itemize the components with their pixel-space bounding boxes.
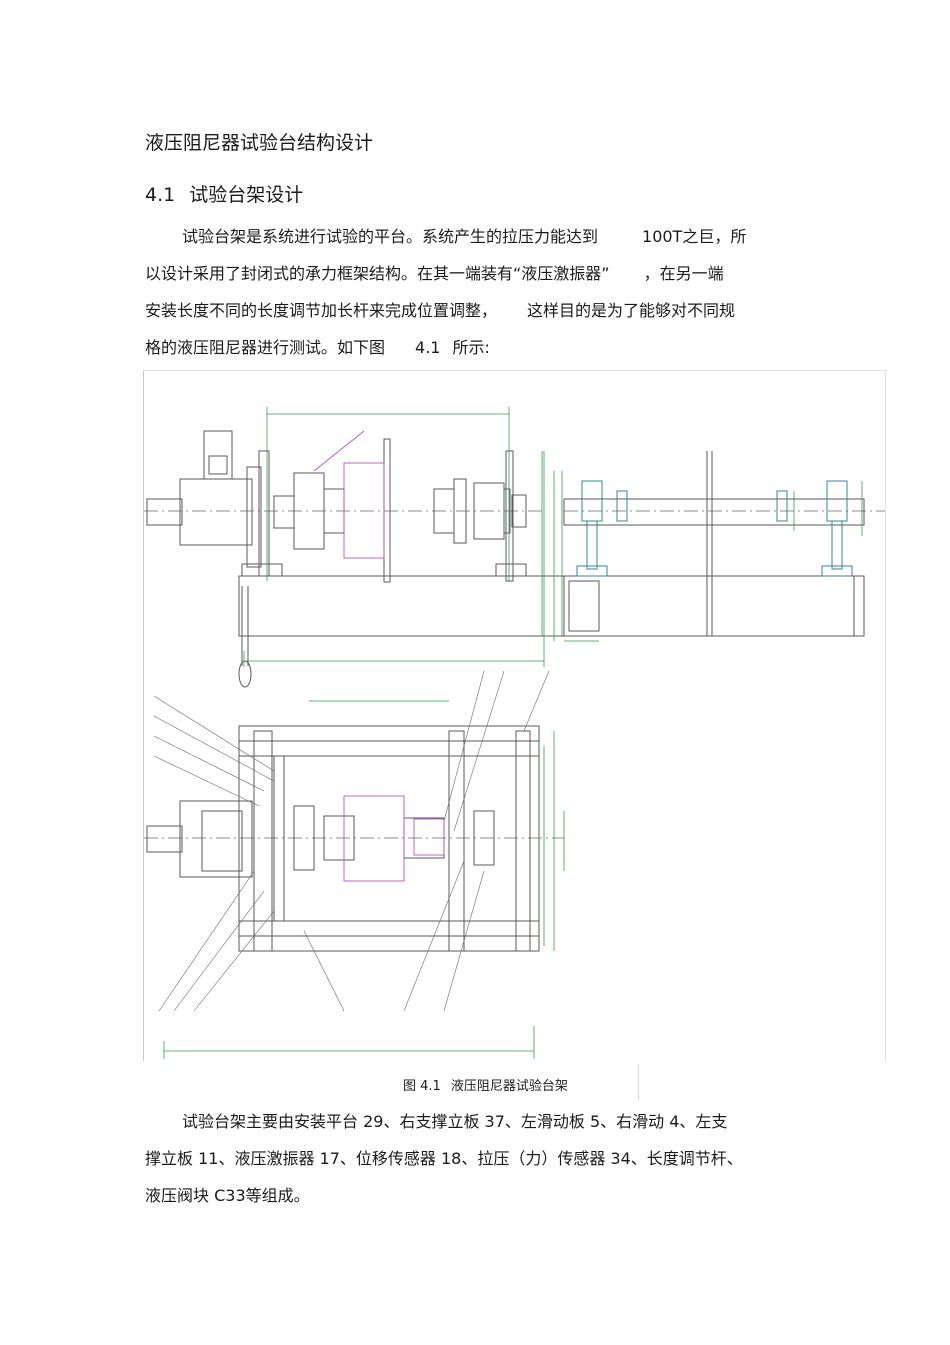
text-run: 安装长度不同的长度调节加长杆来完成位置调整， (145, 301, 498, 320)
damper-body-side (343, 462, 385, 559)
damper-body-plan (343, 795, 405, 882)
base-platform-side (238, 575, 855, 637)
section-title: 试验台架设计 (189, 184, 304, 206)
components-paragraph: 试验台架主要由安装平台 29、右支撑立板 37、左滑动板 5、右滑动 4、左支 … (145, 1103, 815, 1214)
text-run: 试验台架是系统进行试验的平台。系统产生的拉压力能达到 (182, 227, 599, 246)
text-run: 所示: (452, 338, 490, 357)
text-run: ，在另一端 (643, 264, 724, 283)
figure-reference: 4.1 (415, 338, 441, 357)
divider (638, 1064, 639, 1100)
text-run: 100T之巨，所 (642, 227, 747, 246)
text-run: 格的液压阻尼器进行测试。如下图 (145, 338, 386, 357)
test-rig-drawing (143, 370, 886, 1061)
document-title: 液压阻尼器试验台结构设计 (145, 132, 374, 154)
engineering-drawing-svg (144, 407, 885, 1059)
paragraph-line: 试验台架是系统进行试验的平台。系统产生的拉压力能达到 100T之巨，所 (145, 218, 815, 255)
paragraph-line: 格的液压阻尼器进行测试。如下图 4.1 所示: (145, 329, 815, 366)
paragraph-line: 撑立板 11、液压激振器 17、位移传感器 18、拉压（力）传感器 34、长度调… (145, 1149, 743, 1168)
section-number: 4.1 (145, 184, 176, 206)
base-platform-end (563, 575, 865, 637)
figure-caption: 图 4.1 液压阻尼器试验台架 (403, 1075, 568, 1094)
section-heading: 4.1 试验台架设计 (145, 180, 303, 207)
exciter-cylinder-side (179, 478, 253, 546)
text-run: 这样目的是为了能够对不同规 (527, 301, 736, 320)
caption-number: 图 4.1 (403, 1079, 441, 1094)
support-plate-right (505, 450, 514, 582)
text-run: 以设计采用了封闭式的承力框架结构。在其一端装有“液压激振器” (145, 264, 610, 283)
paragraph-line: 安装长度不同的长度调节加长杆来完成位置调整， 这样目的是为了能够对不同规 (145, 292, 815, 329)
caption-text: 液压阻尼器试验台架 (450, 1079, 568, 1094)
intro-paragraph: 试验台架是系统进行试验的平台。系统产生的拉压力能达到 100T之巨，所 以设计采用… (145, 218, 815, 366)
paragraph-line: 试验台架主要由安装平台 29、右支撑立板 37、左滑动板 5、右滑动 4、左支 (182, 1112, 728, 1131)
paragraph-line: 以设计采用了封闭式的承力框架结构。在其一端装有“液压激振器” ，在另一端 (145, 255, 815, 292)
right-slide-plate (448, 730, 465, 952)
paragraph-line: 液压阀块 C33等组成。 (145, 1186, 310, 1205)
exciter-cylinder-plan (179, 800, 253, 878)
